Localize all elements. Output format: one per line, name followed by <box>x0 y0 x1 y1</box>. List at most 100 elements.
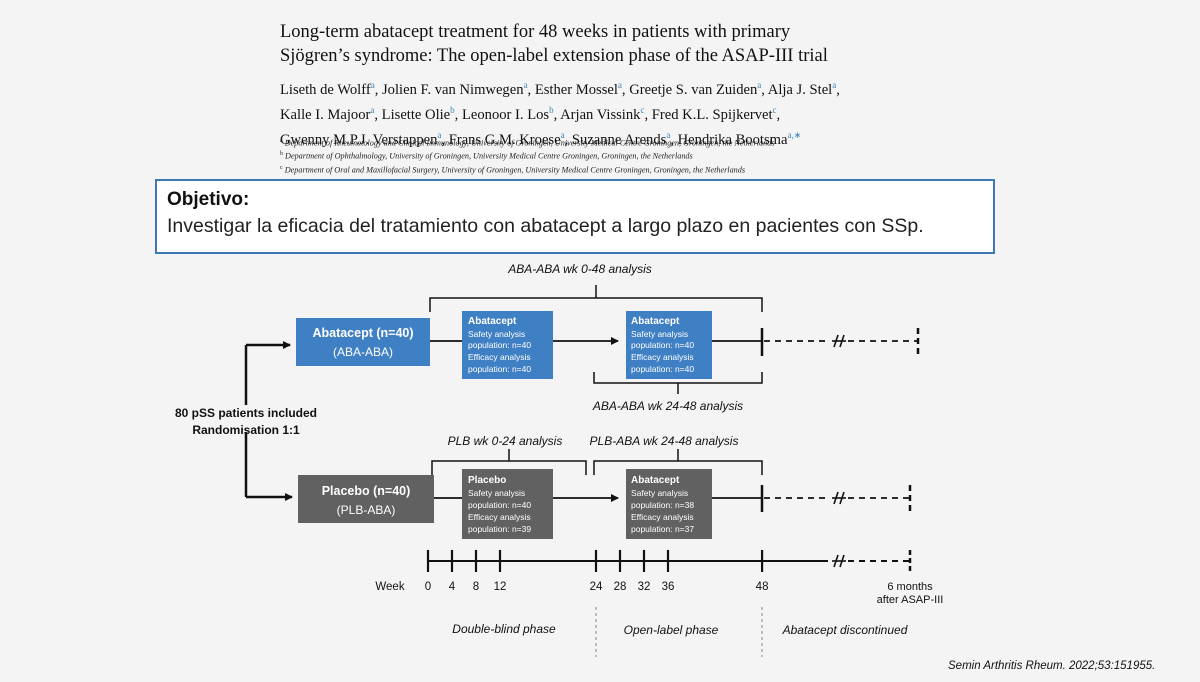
box-line: Safety analysis <box>468 329 525 339</box>
box-line: population: n=40 <box>631 340 694 350</box>
week-axis-label: Week <box>375 581 404 593</box>
box-line: population: n=40 <box>468 500 531 510</box>
author-affiliation-mark: a <box>523 80 528 90</box>
week-tick-label: 36 <box>662 581 675 593</box>
affiliation-mark: a <box>280 138 283 144</box>
bracket-aba-wk24-48 <box>593 372 763 394</box>
arm-plb-sub: (PLB-ABA) <box>337 503 396 517</box>
plb-break-mark <box>832 491 846 505</box>
arm-box-placebo: Placebo (n=40) (PLB-ABA) <box>298 475 434 523</box>
phase-double-blind: Double-blind phase <box>452 622 556 636</box>
week-tick-label: 0 <box>425 581 431 593</box>
week-axis-break-mark <box>832 554 846 568</box>
affiliation-list: a Department of Rheumatology and Clinica… <box>280 136 1040 176</box>
author: Lisette Olieb <box>381 104 455 123</box>
author-list: Liseth de Wolffa, Jolien F. van Nimwegen… <box>280 75 920 150</box>
author-name: Esther Mossel <box>534 81 618 98</box>
aba-break-mark <box>832 334 846 348</box>
author-affiliation-mark: a <box>832 80 837 90</box>
week-tick-label: 24 <box>590 581 603 593</box>
label-aba-wk24-48: ABA-ABA wk 24-48 analysis <box>592 399 743 413</box>
box-title: Placebo <box>468 475 506 486</box>
author-affiliation-mark: a <box>560 129 565 140</box>
randomisation-connector <box>244 341 293 501</box>
affiliation-text: Department of Rheumatology and Clinical … <box>284 138 775 148</box>
box-title: Abatacept <box>631 475 680 486</box>
affiliation-text: Department of Oral and Maxillofacial Sur… <box>284 165 746 175</box>
author-affiliation-mark: c <box>772 104 777 115</box>
box-line: population: n=38 <box>631 500 694 510</box>
box-line: Efficacy analysis <box>468 352 531 362</box>
objective-box: Objetivo: Investigar la eficacia del tra… <box>155 179 995 254</box>
citation: Semin Arthritis Rheum. 2022;53:151955. <box>948 660 1156 672</box>
bracket-plb-wk0-24 <box>431 449 587 475</box>
aba-arm-timeline <box>430 328 920 356</box>
author-name: Greetje S. van Zuiden <box>629 81 758 98</box>
affiliation-text: Department of Ophthalmology, University … <box>285 152 693 162</box>
label-plb-aba-wk24-48: PLB-ABA wk 24-48 analysis <box>590 434 739 448</box>
plb-arm-timeline <box>434 485 912 512</box>
label-plb-wk0-24: PLB wk 0-24 analysis <box>448 434 563 448</box>
affiliation-mark: c <box>280 164 283 171</box>
author-name: Liseth de Wolff <box>280 81 371 98</box>
author-affiliation-mark: a <box>757 80 762 90</box>
author-affiliation-mark: c <box>640 104 645 115</box>
author-name: Hendrika Bootsma <box>677 131 788 148</box>
author: Fred K.L. Spijkervetc <box>651 104 777 123</box>
author-affiliation-mark: a <box>666 129 671 140</box>
box-line: population: n=40 <box>468 340 531 350</box>
author-affiliation-mark: a <box>370 104 375 115</box>
author-name: Kalle I. Majoor <box>280 106 371 123</box>
paper-title-line-2: Sjögren’s syndrome: The open-label exten… <box>280 46 828 66</box>
box-line: Safety analysis <box>631 329 688 339</box>
arm-aba-sub: (ABA-ABA) <box>333 345 393 359</box>
objective-heading: Objetivo: <box>167 189 250 210</box>
box-line: population: n=37 <box>631 524 694 534</box>
box-title: Abatacept <box>631 316 680 327</box>
author: Suzanne Arendsa <box>572 129 671 148</box>
week-tick-label: 48 <box>756 581 769 593</box>
arm-plb-title: Placebo (n=40) <box>322 484 411 498</box>
author-line: Kalle I. Majoora, Lisette Olieb, Leonoor… <box>280 104 781 123</box>
box-line: Safety analysis <box>631 488 688 498</box>
affiliation: a Department of Rheumatology and Clinica… <box>280 136 1040 149</box>
author-affiliation-mark: a <box>617 80 622 90</box>
author-name: Frans G.M. Kroese <box>448 131 561 148</box>
author: Arjan Vissinkc <box>560 104 645 123</box>
analysis-box-aba-wk24-48: Abatacept Safety analysis population: n=… <box>626 311 712 379</box>
author-affiliation-mark: b <box>450 104 455 115</box>
analysis-box-plb-aba-wk24-48: Abatacept Safety analysis population: n=… <box>626 469 712 539</box>
end-label-line-1: 6 months <box>887 581 933 593</box>
box-line: Safety analysis <box>468 488 525 498</box>
phase-separators <box>595 607 763 657</box>
author-line: Gwenny M.P.J. Verstappena, Frans G.M. Kr… <box>280 129 802 148</box>
author: Frans G.M. Kroesea <box>448 129 565 148</box>
box-line: Efficacy analysis <box>631 352 694 362</box>
week-tick-label: 32 <box>638 581 651 593</box>
affiliation: c Department of Oral and Maxillofacial S… <box>280 163 1040 176</box>
analysis-box-aba-wk0-24: Abatacept Safety analysis population: n=… <box>462 311 553 379</box>
author: Greetje S. van Zuidena <box>629 80 762 98</box>
arm-box-abatacept: Abatacept (n=40) (ABA-ABA) <box>296 318 430 366</box>
paper-title-line-1: Long-term abatacept treatment for 48 wee… <box>280 22 791 42</box>
bracket-plb-aba-wk24-48 <box>593 449 763 475</box>
author-affiliation-mark: a <box>437 129 442 140</box>
author: Hendrika Bootsmaa,∗ <box>677 129 802 148</box>
author-name: Lisette Olie <box>381 106 451 123</box>
label-aba-wk0-48: ABA-ABA wk 0-48 analysis <box>507 262 652 276</box>
author-name: Leonoor I. Los <box>461 106 550 123</box>
bracket-aba-wk0-48 <box>429 285 763 312</box>
author: Liseth de Wolffa <box>280 80 375 98</box>
author-name: Alja J. Stel <box>767 81 833 98</box>
author-affiliation-mark: a,∗ <box>787 129 802 140</box>
patients-label: 80 pSS patients included <box>175 406 317 420</box>
author-affiliation-mark: a <box>370 80 375 90</box>
box-line: population: n=39 <box>468 524 531 534</box>
arm-aba-title: Abatacept (n=40) <box>312 326 413 340</box>
box-line: population: n=40 <box>631 364 694 374</box>
week-tick-label: 28 <box>614 581 627 593</box>
author-name: Gwenny M.P.J. Verstappen <box>280 131 438 148</box>
author-name: Fred K.L. Spijkervet <box>651 106 773 123</box>
